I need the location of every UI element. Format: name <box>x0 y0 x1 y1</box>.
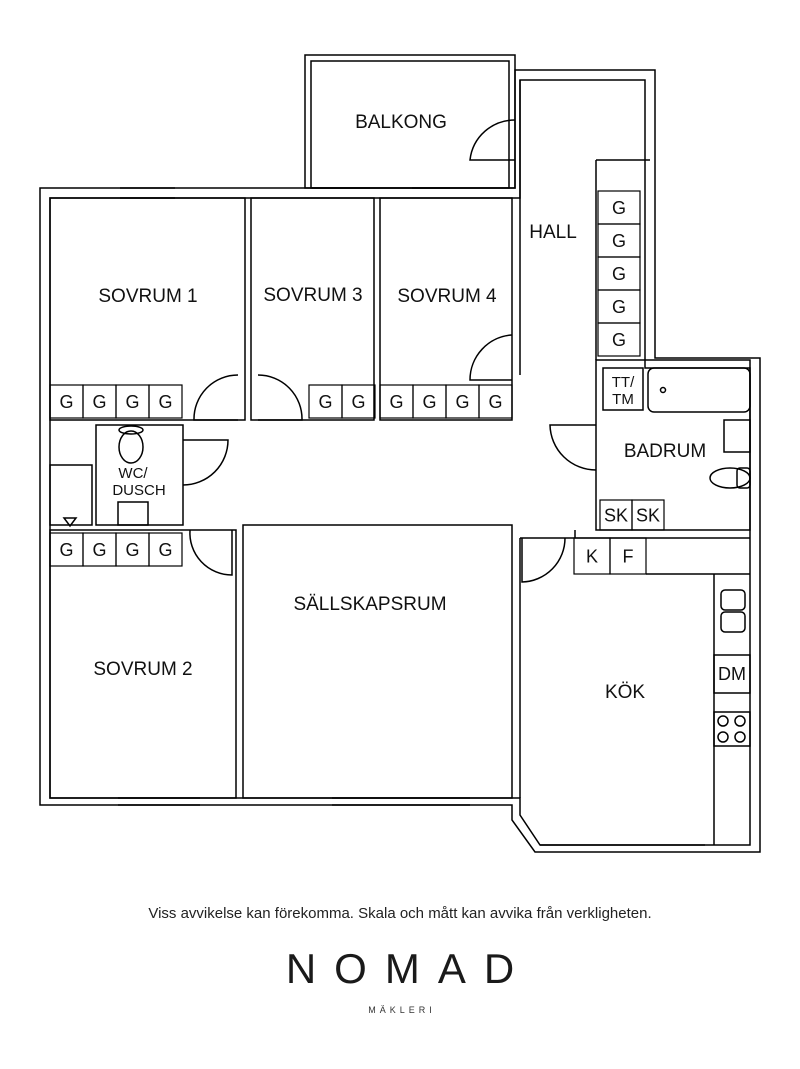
room-label-hall: HALL <box>529 222 577 243</box>
room-label-sovrum4: SOVRUM 4 <box>397 286 497 307</box>
stove-burner <box>734 715 746 727</box>
kok-walls <box>519 530 750 798</box>
wardrobe-hall-label: G <box>612 297 626 317</box>
wc-toilet-tank <box>118 425 144 435</box>
sk-cabinet-box <box>631 499 665 531</box>
stove-burner <box>734 731 746 743</box>
closet-wall <box>49 464 93 526</box>
room-label-sovrum1: SOVRUM 1 <box>98 286 197 307</box>
sovrum3-door <box>257 374 303 421</box>
sovrum2-door <box>189 529 233 576</box>
wardrobe-sovrum4-label: G <box>488 392 502 412</box>
wardrobe-sovrum1-label: G <box>92 392 106 412</box>
room-label-sovrum3: SOVRUM 3 <box>263 285 362 306</box>
sovrum4-wall <box>379 197 513 421</box>
toilet-tank <box>736 467 751 489</box>
sk-cabinet-label: SK <box>636 506 660 526</box>
wardrobe-sovrum2-box <box>148 532 183 567</box>
wardrobe-sovrum1-label: G <box>59 392 73 412</box>
room-label-wc-2: DUSCH <box>112 482 165 499</box>
badrum-door <box>549 424 597 471</box>
balcony-door <box>469 119 516 161</box>
wardrobe-hall-box <box>597 322 641 357</box>
wardrobe-sovrum1-label: G <box>158 392 172 412</box>
stove-burner <box>717 715 729 727</box>
wardrobe-sovrum2-label: G <box>59 540 73 560</box>
wardrobe-sovrum2-label: G <box>92 540 106 560</box>
wc-sink <box>117 501 149 526</box>
sovrum4-door <box>469 334 513 381</box>
kf-appliance-label: K <box>586 547 598 567</box>
wardrobe-sovrum2-label: G <box>125 540 139 560</box>
dm-label: DM <box>718 664 746 684</box>
bathroom-sink <box>723 419 751 453</box>
wardrobe-sovrum3-label: G <box>351 392 365 412</box>
windows <box>118 187 705 846</box>
wardrobe-sovrum3-label: G <box>318 392 332 412</box>
wardrobe-hall-label: G <box>612 231 626 251</box>
outer-wall-inner <box>49 79 751 846</box>
wc-door <box>182 439 229 486</box>
tt-tm-box <box>602 367 644 411</box>
bathtub-drain <box>659 386 667 394</box>
kok-door <box>521 537 566 583</box>
wardrobe-hall-label: G <box>612 330 626 350</box>
tt-label-2: TM <box>612 391 634 408</box>
hall-walls <box>519 80 650 375</box>
kf-appliance-label: F <box>623 547 634 567</box>
sovrum1-wall <box>49 197 246 421</box>
wardrobe-hall-label: G <box>612 264 626 284</box>
wardrobe-sovrum4-label: G <box>422 392 436 412</box>
room-label-sallskapsrum: SÄLLSKAPSRUM <box>293 594 446 615</box>
sovrum1-door <box>193 374 239 421</box>
room-label-wc-1: WC/ <box>118 465 148 482</box>
tt-label-1: TT/ <box>612 374 635 391</box>
wardrobe-hall-label: G <box>612 198 626 218</box>
wardrobe-sovrum4-label: G <box>455 392 469 412</box>
kf-appliance-box <box>609 537 647 575</box>
bathroom-toilet <box>709 467 751 489</box>
room-label-kok: KÖK <box>605 682 645 703</box>
wardrobe-sovrum3-box <box>341 384 376 419</box>
nomad-logo: NOMAD <box>285 945 533 992</box>
stove <box>713 711 751 747</box>
wardrobe-sovrum1-box <box>148 384 183 419</box>
sovrum3-wall <box>250 197 375 421</box>
wc-toilet <box>118 430 144 464</box>
wardrobe-sovrum4-box <box>478 384 513 419</box>
dishwasher <box>713 654 751 694</box>
kitchen-sink-2 <box>720 611 746 633</box>
kitchen-sink-1 <box>720 589 746 611</box>
logo-subtitle: MÄKLERI <box>368 1005 436 1015</box>
room-label-balkong: BALKONG <box>355 112 447 133</box>
kitchen-counter <box>646 573 750 845</box>
sk-cabinet-label: SK <box>604 506 628 526</box>
wardrobe-sovrum1-label: G <box>125 392 139 412</box>
room-label-sovrum2: SOVRUM 2 <box>93 659 192 680</box>
sallskapsrum-wall <box>242 524 513 799</box>
wardrobe-sovrum2-label: G <box>158 540 172 560</box>
bathtub <box>647 367 751 413</box>
disclaimer: Viss avvikelse kan förekomma. Skala och … <box>148 905 652 922</box>
wardrobe-sovrum4-label: G <box>389 392 403 412</box>
stove-burner <box>717 731 729 743</box>
room-label-badrum: BADRUM <box>624 441 706 462</box>
drain-triangle-icon <box>62 517 78 528</box>
